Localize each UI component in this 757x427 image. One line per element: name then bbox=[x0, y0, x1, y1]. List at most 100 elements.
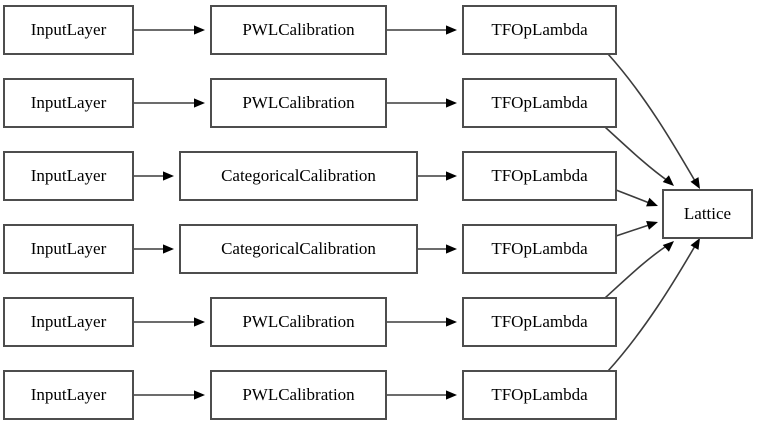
edge-input-5-to-calib-5 bbox=[133, 317, 205, 327]
node-label: PWLCalibration bbox=[242, 20, 355, 39]
arrowhead-icon bbox=[163, 244, 174, 254]
node-box[interactable] bbox=[210, 370, 387, 420]
node-label: TFOpLambda bbox=[491, 93, 588, 112]
node-lambda-4[interactable]: TFOpLambda bbox=[462, 224, 617, 274]
node-calib-1[interactable]: PWLCalibration bbox=[210, 5, 387, 55]
edge-lambda-6-to-lattice bbox=[607, 238, 700, 372]
edges-layer bbox=[133, 25, 700, 400]
arrowhead-icon bbox=[194, 317, 205, 327]
node-label: TFOpLambda bbox=[491, 20, 588, 39]
node-label: PWLCalibration bbox=[242, 385, 355, 404]
node-lambda-3[interactable]: TFOpLambda bbox=[462, 151, 617, 201]
arrowhead-icon bbox=[194, 25, 205, 35]
node-lambda-5[interactable]: TFOpLambda bbox=[462, 297, 617, 347]
edge-calib-3-to-lambda-3 bbox=[417, 171, 457, 181]
node-calib-5[interactable]: PWLCalibration bbox=[210, 297, 387, 347]
node-box[interactable] bbox=[462, 370, 617, 420]
node-lattice[interactable]: Lattice bbox=[662, 189, 753, 239]
edge-line bbox=[607, 53, 696, 182]
edge-line bbox=[615, 189, 653, 205]
node-input-1[interactable]: InputLayer bbox=[3, 5, 134, 55]
arrowhead-icon bbox=[690, 177, 700, 189]
edge-input-4-to-calib-4 bbox=[133, 244, 174, 254]
node-input-6[interactable]: InputLayer bbox=[3, 370, 134, 420]
edge-lambda-4-to-lattice bbox=[615, 221, 658, 237]
node-box[interactable] bbox=[462, 151, 617, 201]
node-box[interactable] bbox=[3, 370, 134, 420]
node-calib-2[interactable]: PWLCalibration bbox=[210, 78, 387, 128]
node-label: PWLCalibration bbox=[242, 312, 355, 331]
edge-line bbox=[604, 244, 669, 299]
node-label: InputLayer bbox=[31, 166, 107, 185]
arrowhead-icon bbox=[194, 390, 205, 400]
arrowhead-icon bbox=[646, 197, 658, 207]
node-box[interactable] bbox=[462, 5, 617, 55]
edge-input-1-to-calib-1 bbox=[133, 25, 205, 35]
node-box[interactable] bbox=[179, 224, 418, 274]
node-box[interactable] bbox=[462, 224, 617, 274]
node-input-2[interactable]: InputLayer bbox=[3, 78, 134, 128]
node-box[interactable] bbox=[210, 78, 387, 128]
node-box[interactable] bbox=[3, 151, 134, 201]
edge-lambda-2-to-lattice bbox=[604, 126, 674, 186]
node-label: InputLayer bbox=[31, 312, 107, 331]
node-label: InputLayer bbox=[31, 20, 107, 39]
node-input-4[interactable]: InputLayer bbox=[3, 224, 134, 274]
node-label: InputLayer bbox=[31, 385, 107, 404]
node-calib-4[interactable]: CategoricalCalibration bbox=[179, 224, 418, 274]
node-label: TFOpLambda bbox=[491, 239, 588, 258]
arrowhead-icon bbox=[646, 221, 658, 230]
edge-lambda-3-to-lattice bbox=[615, 189, 658, 207]
node-label: TFOpLambda bbox=[491, 312, 588, 331]
edge-line bbox=[604, 126, 669, 182]
node-box[interactable] bbox=[462, 297, 617, 347]
edge-calib-4-to-lambda-4 bbox=[417, 244, 457, 254]
node-label: InputLayer bbox=[31, 93, 107, 112]
arrowhead-icon bbox=[446, 244, 457, 254]
node-label: TFOpLambda bbox=[491, 166, 588, 185]
edge-input-2-to-calib-2 bbox=[133, 98, 205, 108]
node-calib-6[interactable]: PWLCalibration bbox=[210, 370, 387, 420]
node-label: Lattice bbox=[684, 204, 731, 223]
arrowhead-icon bbox=[163, 171, 174, 181]
node-lambda-2[interactable]: TFOpLambda bbox=[462, 78, 617, 128]
node-lambda-6[interactable]: TFOpLambda bbox=[462, 370, 617, 420]
node-label: TFOpLambda bbox=[491, 385, 588, 404]
node-box[interactable] bbox=[210, 297, 387, 347]
arrowhead-icon bbox=[446, 25, 457, 35]
arrowhead-icon bbox=[662, 175, 674, 186]
edge-input-3-to-calib-3 bbox=[133, 171, 174, 181]
edge-input-6-to-calib-6 bbox=[133, 390, 205, 400]
edge-lambda-1-to-lattice bbox=[607, 53, 700, 189]
edge-calib-6-to-lambda-6 bbox=[386, 390, 457, 400]
edge-calib-2-to-lambda-2 bbox=[386, 98, 457, 108]
edge-calib-1-to-lambda-1 bbox=[386, 25, 457, 35]
node-lambda-1[interactable]: TFOpLambda bbox=[462, 5, 617, 55]
node-box[interactable] bbox=[3, 297, 134, 347]
edge-line bbox=[607, 245, 696, 372]
edge-calib-5-to-lambda-5 bbox=[386, 317, 457, 327]
node-calib-3[interactable]: CategoricalCalibration bbox=[179, 151, 418, 201]
node-box[interactable] bbox=[3, 5, 134, 55]
node-box[interactable] bbox=[3, 224, 134, 274]
arrowhead-icon bbox=[446, 171, 457, 181]
node-label: InputLayer bbox=[31, 239, 107, 258]
node-label: PWLCalibration bbox=[242, 93, 355, 112]
node-box[interactable] bbox=[179, 151, 418, 201]
node-input-3[interactable]: InputLayer bbox=[3, 151, 134, 201]
node-box[interactable] bbox=[3, 78, 134, 128]
node-box[interactable] bbox=[662, 189, 753, 239]
edge-lambda-5-to-lattice bbox=[604, 241, 674, 299]
arrowhead-icon bbox=[446, 390, 457, 400]
arrowhead-icon bbox=[446, 317, 457, 327]
node-input-5[interactable]: InputLayer bbox=[3, 297, 134, 347]
arrowhead-icon bbox=[662, 241, 674, 252]
node-box[interactable] bbox=[462, 78, 617, 128]
node-label: CategoricalCalibration bbox=[221, 166, 376, 185]
nodes-layer: InputLayerInputLayerInputLayerInputLayer… bbox=[3, 5, 753, 420]
node-box[interactable] bbox=[210, 5, 387, 55]
arrowhead-icon bbox=[194, 98, 205, 108]
